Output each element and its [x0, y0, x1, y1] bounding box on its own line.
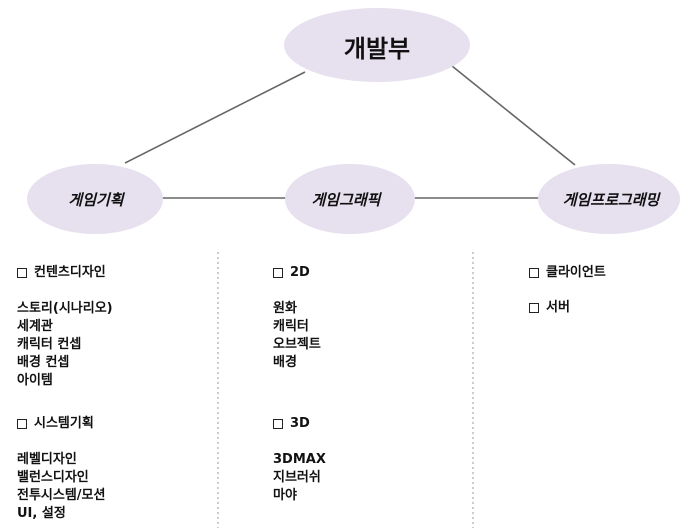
checkbox-icon: [529, 268, 539, 278]
list-item: 오브젝트: [273, 337, 321, 352]
planning-node-label: 게임기획: [68, 190, 124, 209]
list-item: 배경 컨셉: [17, 355, 70, 370]
list-item: 밸런스디자인: [17, 470, 89, 485]
list-item: 레벨디자인: [17, 452, 77, 467]
group-title-text: 3D: [290, 416, 310, 431]
list-item: 캐릭터 컨셉: [17, 337, 82, 352]
list-item: 세계관: [17, 319, 53, 334]
node-root-ellipse: [284, 8, 470, 82]
graphics-group-2-title: 3D: [273, 415, 326, 433]
planning-group-2-title: 시스템기획: [17, 415, 113, 433]
list-item: 전투시스템/모션: [17, 488, 106, 503]
list-item: 캐릭터: [273, 319, 309, 334]
programming-group-2-title: 서버: [529, 299, 606, 317]
graphics-group-2-list: 3DMAX 지브러쉬 마야: [273, 451, 326, 505]
root-node-label: 개발부: [343, 34, 411, 63]
planning-group-1-list: 스토리(시나리오) 세계관 캐릭터 컨셉 배경 컨셉 아이템: [17, 300, 113, 390]
programming-group-1-title: 클라이언트: [529, 264, 606, 282]
group-title-text: 클라이언트: [546, 265, 606, 280]
graphics-node-label: 게임그래픽: [311, 190, 381, 209]
list-item: 지브러쉬: [273, 470, 321, 485]
programming-column: 클라이언트 서버: [529, 264, 606, 317]
group-title-text: 컨텐츠디자인: [34, 265, 106, 280]
list-item: 3DMAX: [273, 452, 326, 467]
list-item: 배경: [273, 355, 297, 370]
checkbox-icon: [17, 419, 27, 429]
edge-root-to-planning: [124, 71, 306, 164]
planning-group-2-list: 레벨디자인 밸런스디자인 전투시스템/모션 UI, 설정: [17, 451, 113, 523]
list-item: 아이템: [17, 373, 53, 388]
node-graphics-ellipse: [285, 164, 415, 234]
group-title-text: 시스템기획: [34, 416, 94, 431]
checkbox-icon: [273, 268, 283, 278]
graphics-group-1-list: 원화 캐릭터 오브젝트 배경: [273, 300, 326, 372]
graphics-column: 2D 원화 캐릭터 오브젝트 배경 3D 3DMAX 지브러쉬 마야: [273, 264, 326, 505]
list-item: UI, 설정: [17, 506, 66, 521]
planning-column: 컨텐츠디자인 스토리(시나리오) 세계관 캐릭터 컨셉 배경 컨셉 아이템 시스…: [17, 264, 113, 523]
checkbox-icon: [273, 419, 283, 429]
graphics-group-1-title: 2D: [273, 264, 326, 282]
node-planning-ellipse: [27, 164, 163, 234]
checkbox-icon: [17, 268, 27, 278]
node-programming-ellipse: [538, 164, 680, 234]
group-title-text: 2D: [290, 265, 310, 280]
list-item: 원화: [273, 301, 297, 316]
programming-node-label: 게임프로그래밍: [562, 190, 660, 209]
checkbox-icon: [529, 303, 539, 313]
list-item: 마야: [273, 488, 297, 503]
edge-root-to-programming: [451, 65, 576, 166]
planning-group-1-title: 컨텐츠디자인: [17, 264, 113, 282]
group-title-text: 서버: [546, 300, 570, 315]
list-item: 스토리(시나리오): [17, 301, 113, 316]
